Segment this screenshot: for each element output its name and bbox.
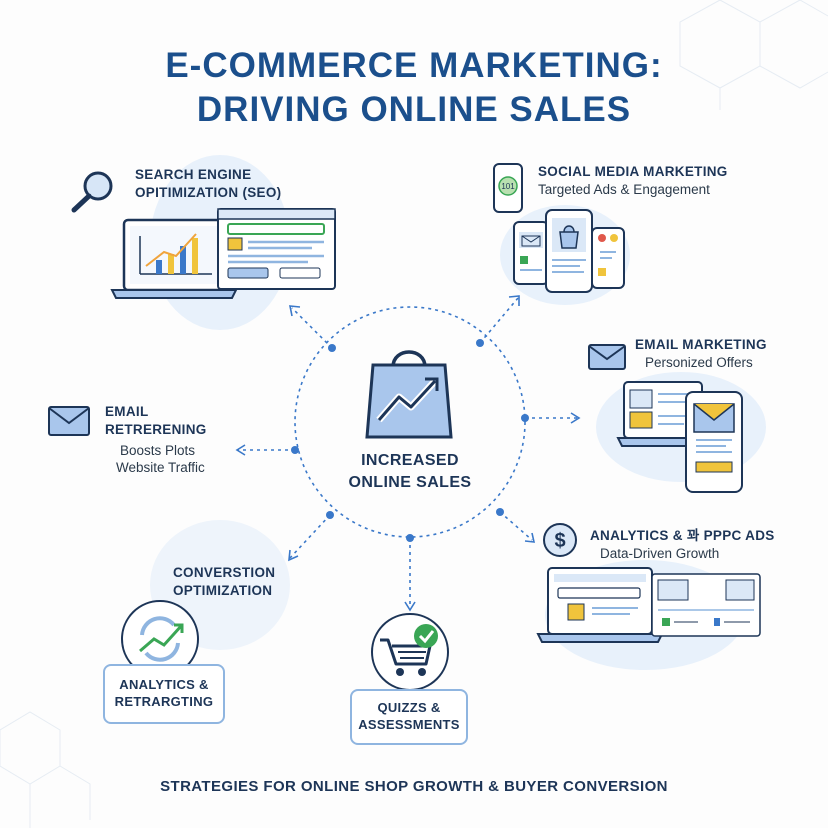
retargeting-title-line1: EMAIL xyxy=(105,404,149,419)
email-marketing-title: EMAIL MARKETING xyxy=(635,337,767,352)
center-label-line1: INCREASED xyxy=(361,452,459,469)
dollar-icon: $ xyxy=(543,523,577,557)
analytics-ads-title: ANALYTICS & 꽈 PPPC ADS xyxy=(590,528,775,543)
conversion-box-line1: ANALYTICS & xyxy=(119,677,209,692)
analytics-ads-subtitle: Data-Driven Growth xyxy=(600,546,720,561)
conversion-box: ANALYTICS & RETRARGTING xyxy=(103,664,225,724)
retargeting-sub-line2: Website Traffic xyxy=(116,460,205,475)
svg-text:101: 101 xyxy=(501,182,515,191)
analytics-laptop-illustration xyxy=(536,567,761,643)
seo-title: SEARCH ENGINE xyxy=(135,167,252,182)
smartphone-icon: 101 xyxy=(493,163,523,213)
page-title-line2: DRIVING ONLINE SALES xyxy=(196,90,632,129)
quizzes-box-line1: QUIZZS & xyxy=(377,700,441,715)
quizzes-box: QUIZZS & ASSESSMENTS xyxy=(350,689,468,745)
retargeting-title-line2: RETRERENING xyxy=(105,422,207,437)
social-phones-illustration xyxy=(513,209,625,293)
envelope-icon xyxy=(48,406,90,436)
svg-text:$: $ xyxy=(554,530,565,552)
email-marketing-subtitle: Personized Offers xyxy=(645,355,753,370)
footer-caption: STRATEGIES FOR ONLINE SHOP GROWTH & BUYE… xyxy=(160,778,668,795)
center-label-line2: ONLINE SALES xyxy=(348,474,472,491)
conversion-title-line2: OPTIMIZATION xyxy=(173,583,273,598)
email-devices-illustration xyxy=(616,381,743,493)
conversion-title-line1: CONVERSTION xyxy=(173,565,276,580)
cart-check-icon xyxy=(371,613,449,691)
conversion-box-line2: RETRARGTING xyxy=(114,694,214,709)
envelope-icon xyxy=(588,344,626,370)
quizzes-box-line2: ASSESSMENTS xyxy=(358,717,460,732)
refresh-growth-icon xyxy=(121,600,199,678)
social-subtitle: Targeted Ads & Engagement xyxy=(538,182,710,197)
social-title: SOCIAL MEDIA MARKETING xyxy=(538,164,728,179)
shopping-bag-growth-icon xyxy=(365,350,453,439)
seo-laptop-illustration xyxy=(110,208,336,299)
magnifier-icon xyxy=(71,171,113,213)
page-title-line1: E-COMMERCE MARKETING: xyxy=(165,46,663,85)
retargeting-sub-line1: Boosts Plots xyxy=(120,443,196,458)
seo-subtitle: OPITIMIZATION (SEO) xyxy=(135,185,282,200)
